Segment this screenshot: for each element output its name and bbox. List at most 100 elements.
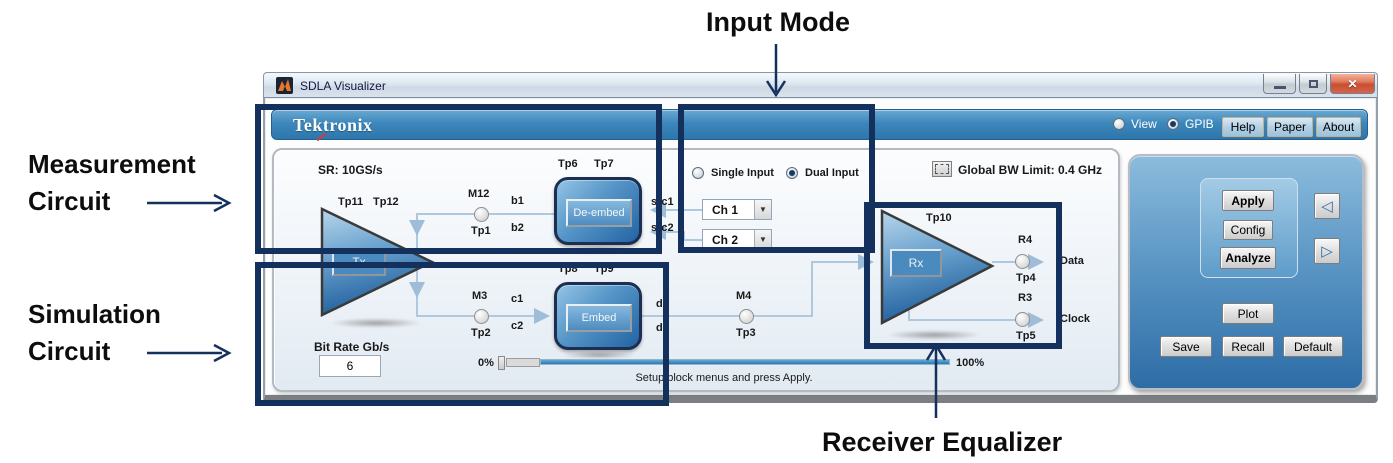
tp7-label: Tp7	[594, 158, 614, 170]
measurement-annotation-line1: Measurement	[28, 149, 196, 179]
minimize-button[interactable]	[1263, 74, 1296, 94]
global-bw-icon[interactable]	[932, 161, 952, 177]
minimize-icon	[1273, 86, 1286, 89]
dual-input-radio[interactable]	[786, 167, 798, 179]
window-title: SDLA Visualizer	[300, 79, 386, 93]
diagram-panel: SR: 10GS/s Tp11 Tp12 Tx M12 Tp1 b1 b2 Tp…	[272, 148, 1120, 392]
ch1-dropdown[interactable]: Ch 1 ▼	[702, 199, 772, 220]
control-panel: Apply Config Analyze ◁ ▷ Plot Save Recal…	[1128, 154, 1364, 390]
maximize-button[interactable]	[1299, 74, 1327, 94]
recall-button[interactable]: Recall	[1222, 336, 1274, 357]
arrow-left-icon: ◁	[1321, 198, 1333, 215]
tp10-label: Tp10	[926, 212, 952, 224]
tp9-label: Tp9	[594, 263, 614, 275]
brand-header: Tektronix View GPIB Help Paper About	[271, 109, 1368, 142]
src1-label: src1	[651, 196, 674, 208]
r3-node[interactable]	[1015, 312, 1030, 327]
dual-input-label: Dual Input	[805, 167, 859, 179]
chevron-down-icon[interactable]: ▼	[754, 230, 771, 249]
measurement-annotation-line2: Circuit	[28, 186, 111, 216]
simulation-circuit-annotation: Simulation Circuit	[28, 296, 161, 370]
d2-label: d2	[656, 322, 669, 334]
src2-label: src2	[651, 222, 674, 234]
chevron-down-icon[interactable]: ▼	[754, 200, 771, 219]
arrow-left-button[interactable]: ◁	[1314, 193, 1340, 219]
simulation-annotation-line1: Simulation	[28, 299, 161, 329]
deembed-block[interactable]: De-embed	[554, 177, 642, 245]
c1-label: c1	[511, 293, 524, 305]
deembed-shadow	[562, 246, 636, 254]
view-radio[interactable]	[1113, 118, 1125, 130]
global-bw-label: Global BW Limit: 0.4 GHz	[958, 163, 1103, 177]
simulation-annotation-line2: Circuit	[28, 336, 111, 366]
config-button[interactable]: Config	[1223, 220, 1273, 240]
progress-track-filled	[540, 359, 950, 365]
arrow-right-button[interactable]: ▷	[1314, 238, 1340, 264]
deembed-button[interactable]: De-embed	[566, 199, 632, 227]
window-titlebar: SDLA Visualizer ✕	[263, 72, 1378, 98]
tp3-label: Tp3	[736, 327, 756, 339]
m12-label: M12	[468, 188, 490, 200]
tp11-label: Tp11	[338, 196, 364, 208]
gpib-radio-label: GPIB	[1185, 117, 1214, 131]
tp8-label: Tp8	[558, 263, 578, 275]
r4-node[interactable]	[1015, 254, 1030, 269]
maximize-icon	[1308, 79, 1318, 88]
app-window: SDLA Visualizer ✕ Tektronix View GPIB He…	[263, 72, 1378, 403]
tp12-label: Tp12	[373, 196, 399, 208]
tp5-label: Tp5	[1016, 330, 1036, 342]
ch1-dropdown-value: Ch 1	[712, 203, 739, 217]
status-text: Setup block menus and press Apply.	[635, 372, 813, 384]
tx-shadow	[330, 318, 422, 328]
ch2-dropdown-value: Ch 2	[712, 233, 739, 247]
save-button[interactable]: Save	[1160, 336, 1212, 357]
plot-button[interactable]: Plot	[1222, 303, 1274, 324]
embed-block[interactable]: Embed	[554, 282, 642, 350]
rx-button[interactable]: Rx	[890, 249, 942, 277]
r4-label: R4	[1018, 234, 1033, 246]
m4-label: M4	[736, 290, 752, 302]
bit-rate-input[interactable]	[319, 355, 381, 377]
paper-button[interactable]: Paper	[1267, 117, 1313, 137]
m3-node[interactable]	[474, 309, 489, 324]
signal-wires	[320, 202, 1044, 328]
close-icon: ✕	[1347, 76, 1358, 91]
rx-shadow	[886, 330, 982, 340]
embed-button[interactable]: Embed	[566, 304, 632, 332]
embed-shadow	[562, 351, 636, 359]
close-button[interactable]: ✕	[1330, 74, 1375, 94]
tp1-label: Tp1	[471, 225, 491, 237]
about-button[interactable]: About	[1316, 117, 1361, 137]
measurement-circuit-annotation: Measurement Circuit	[28, 146, 196, 220]
gpib-radio[interactable]	[1167, 118, 1179, 130]
tp2-label: Tp2	[471, 327, 491, 339]
single-input-label: Single Input	[711, 167, 774, 179]
tp6-label: Tp6	[558, 158, 578, 170]
progress-track-empty	[506, 358, 540, 367]
data-label: Data	[1060, 255, 1084, 267]
tx-button[interactable]: Tx	[332, 248, 386, 276]
sample-rate-label: SR: 10GS/s	[318, 163, 383, 177]
progress-start-label: 0%	[478, 357, 494, 369]
help-button[interactable]: Help	[1222, 117, 1264, 137]
m4-node[interactable]	[739, 309, 754, 324]
default-button[interactable]: Default	[1283, 336, 1343, 357]
progress-slider-thumb[interactable]	[498, 356, 505, 370]
input-mode-annotation: Input Mode	[706, 7, 850, 37]
d1-label: d1	[656, 298, 669, 310]
arrow-right-icon: ▷	[1321, 243, 1333, 260]
progress-end-label: 100%	[956, 357, 985, 369]
bit-rate-label: Bit Rate Gb/s	[314, 340, 390, 354]
analyze-button[interactable]: Analyze	[1220, 247, 1276, 269]
view-radio-label: View	[1131, 117, 1157, 131]
single-input-radio[interactable]	[692, 167, 704, 179]
app-icon	[276, 77, 293, 94]
apply-button[interactable]: Apply	[1222, 190, 1274, 211]
r3-label: R3	[1018, 292, 1033, 304]
m3-label: M3	[472, 290, 488, 302]
b1-label: b1	[511, 195, 524, 207]
tektronix-logo: Tektronix	[293, 115, 373, 135]
m12-node[interactable]	[474, 207, 489, 222]
ch2-dropdown[interactable]: Ch 2 ▼	[702, 229, 772, 250]
